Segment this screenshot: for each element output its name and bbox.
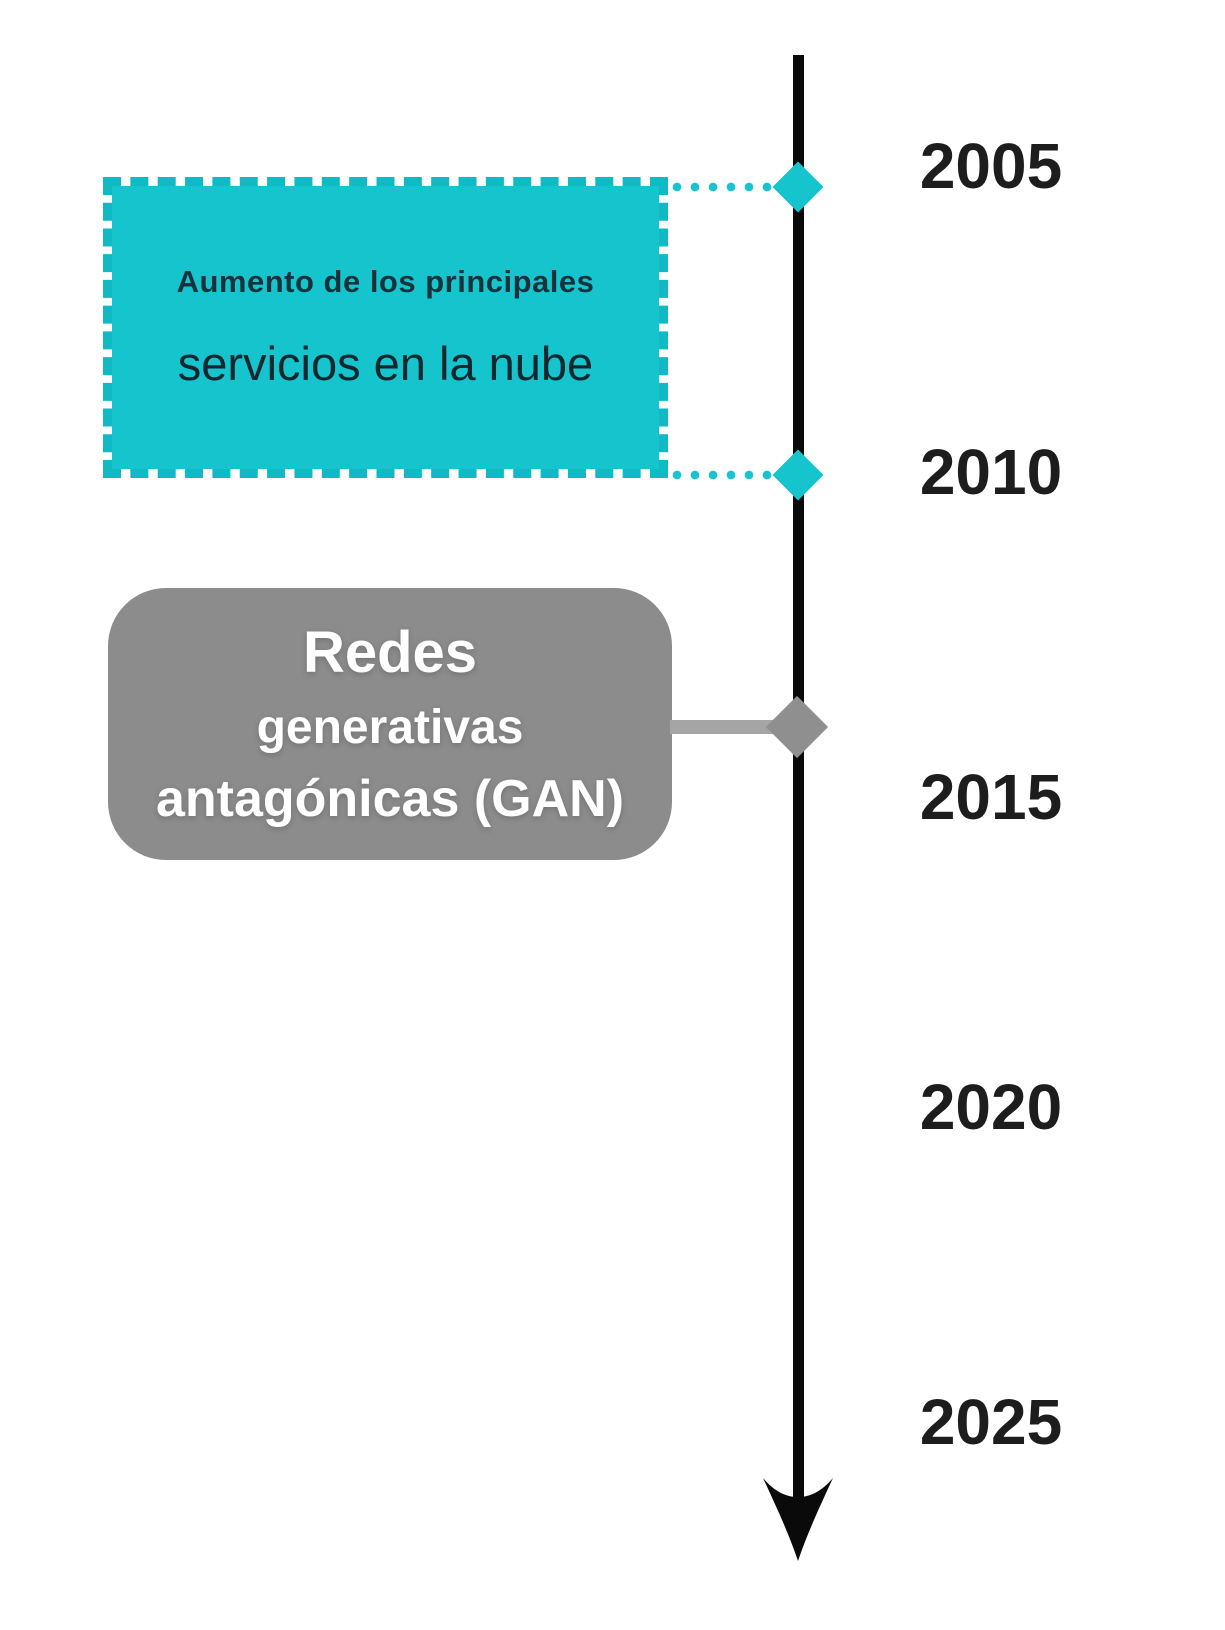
year-label-2025: 2025 <box>919 1386 1063 1458</box>
event-cloud-line1: Aumento de los principales <box>176 264 595 299</box>
event-card-gan: Redes generativas antagónicas (GAN) <box>108 588 672 860</box>
timeline-arrowhead-icon <box>763 1478 833 1561</box>
milestone-diamond-gan <box>765 695 829 759</box>
dotted-connector-2010 <box>668 470 776 480</box>
event-cloud-line2: servicios en la nube <box>177 337 594 390</box>
event-gan-line1: Redes <box>302 620 478 685</box>
event-card-cloud-services: Aumento de los principales servicios en … <box>103 177 668 478</box>
year-label-2015: 2015 <box>919 761 1063 833</box>
year-label-2020: 2020 <box>919 1071 1063 1143</box>
milestone-diamond-2010 <box>772 449 824 501</box>
milestone-diamond-2005 <box>772 161 824 213</box>
gan-connector-line <box>670 720 782 734</box>
year-label-2005: 2005 <box>919 130 1063 202</box>
year-label-2010: 2010 <box>919 436 1063 508</box>
dotted-connector-2005 <box>668 182 776 192</box>
timeline-axis-line <box>793 55 804 1505</box>
event-gan-line3: antagónicas (GAN) <box>155 770 625 828</box>
event-gan-line2: generativas <box>256 701 524 754</box>
